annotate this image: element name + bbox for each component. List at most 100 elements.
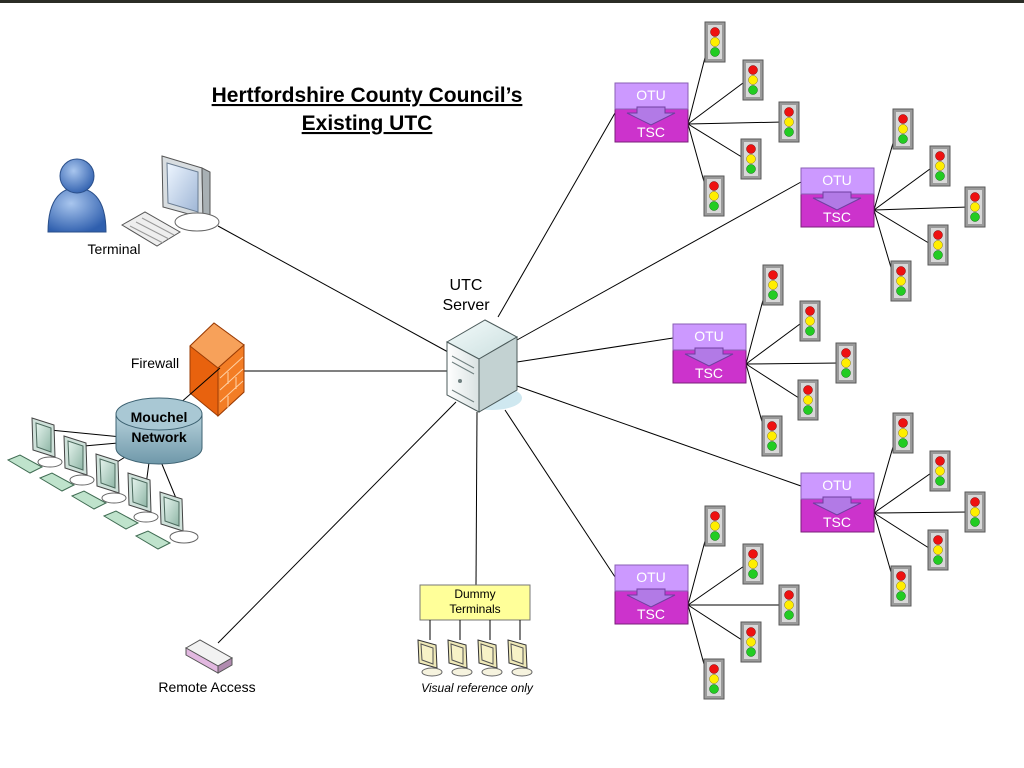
traffic-light-icon [835, 342, 857, 384]
otu-label: OTU [822, 477, 852, 493]
link-server-dummy-terminals [475, 411, 478, 586]
tsc-label: TSC [823, 209, 851, 225]
otu-tsc-unit: OTU TSC [800, 108, 986, 302]
dummy-terminal-links [429, 620, 521, 640]
otu-label: OTU [822, 172, 852, 188]
terminal-label: Terminal [88, 241, 141, 257]
traffic-light-icon [799, 300, 821, 342]
signal-link [687, 563, 748, 606]
signal-link [687, 79, 748, 125]
workstation-icon [6, 417, 63, 474]
signal-link [873, 512, 933, 551]
traffic-light-icon [778, 584, 800, 626]
otu-box [672, 323, 747, 351]
link-server-otu-5 [504, 409, 618, 581]
signal-link [873, 209, 933, 246]
signal-link [745, 363, 803, 401]
otu-box [800, 472, 875, 500]
traffic-light-icon [892, 412, 914, 454]
down-arrow-icon [684, 347, 734, 367]
traffic-light-icon [964, 491, 986, 533]
link-server-terminal [217, 225, 449, 353]
signal-link [873, 470, 935, 514]
down-arrow-icon [626, 106, 676, 126]
traffic-light-icon [740, 621, 762, 663]
traffic-light-icon [892, 108, 914, 150]
connection-lines [217, 105, 802, 644]
traffic-light-icon [929, 450, 951, 492]
workstation-icon [134, 491, 199, 550]
signal-link [687, 121, 784, 125]
dummy-terminal-icon [477, 639, 503, 677]
otu-box [800, 167, 875, 195]
traffic-light-icon [927, 224, 949, 266]
utc-server-icon [445, 319, 522, 413]
tsc-label: TSC [823, 514, 851, 530]
user-icon [47, 158, 107, 233]
link-server-otu-4 [516, 385, 802, 487]
traffic-light-icon [703, 175, 725, 217]
computer-terminal-icon [121, 155, 220, 247]
signal-link [873, 511, 970, 514]
traffic-light-icon [890, 260, 912, 302]
link-server-otu-2 [516, 181, 802, 341]
traffic-light-icon [762, 264, 784, 306]
dummy-terminals-box [419, 584, 531, 621]
down-arrow-icon [812, 191, 862, 211]
otu-box [614, 564, 689, 592]
modem-icon [184, 639, 234, 674]
traffic-light-icon [740, 138, 762, 180]
workstation-icon [70, 453, 127, 510]
mouchel-network-icon [115, 397, 203, 465]
signal-link [873, 165, 935, 211]
traffic-light-icon [927, 529, 949, 571]
otu-tsc-unit: OTU TSC [672, 264, 857, 457]
tsc-box [614, 108, 689, 143]
signal-link [745, 320, 805, 365]
signal-link [687, 123, 746, 160]
traffic-light-icon [703, 658, 725, 700]
title-line-2: Existing UTC [302, 112, 433, 135]
signal-link [687, 604, 746, 643]
otu-label: OTU [636, 569, 666, 585]
otu-label: OTU [694, 328, 724, 344]
workstation-icon [38, 435, 95, 492]
traffic-light-icon [704, 505, 726, 547]
down-arrow-icon [626, 588, 676, 608]
traffic-light-icon [761, 415, 783, 457]
dummy-terminal-icon [447, 639, 473, 677]
tsc-label: TSC [695, 365, 723, 381]
traffic-light-icon [890, 565, 912, 607]
link-server-otu-1 [497, 105, 620, 318]
link-server-remote-access [217, 401, 457, 644]
signal-link [745, 362, 841, 365]
network-label-line-1: Mouchel [131, 409, 188, 425]
remote-access-label: Remote Access [158, 679, 255, 695]
server-label-line-2: Server [442, 297, 490, 314]
signal-link [873, 206, 970, 211]
title-line-1: Hertfordshire County Council’s [212, 84, 523, 107]
tsc-label: TSC [637, 124, 665, 140]
firewall-icon [189, 322, 245, 418]
dummy-terminals-line-2: Terminals [449, 602, 500, 616]
down-arrow-icon [812, 496, 862, 516]
visual-reference-caption: Visual reference only [421, 681, 534, 695]
traffic-light-icon [964, 186, 986, 228]
dummy-terminal-icon [417, 639, 443, 677]
dummy-terminal-icon [507, 639, 533, 677]
server-label-line-1: UTC [450, 277, 483, 294]
otu-box [614, 82, 689, 110]
link-server-otu-3 [516, 337, 674, 363]
workstation-icon [102, 472, 159, 530]
traffic-light-icon [704, 21, 726, 63]
traffic-light-icon [929, 145, 951, 187]
dummy-terminals-line-1: Dummy [454, 587, 495, 601]
traffic-light-icon [797, 379, 819, 421]
traffic-light-icon [778, 101, 800, 143]
traffic-light-icon [742, 543, 764, 585]
